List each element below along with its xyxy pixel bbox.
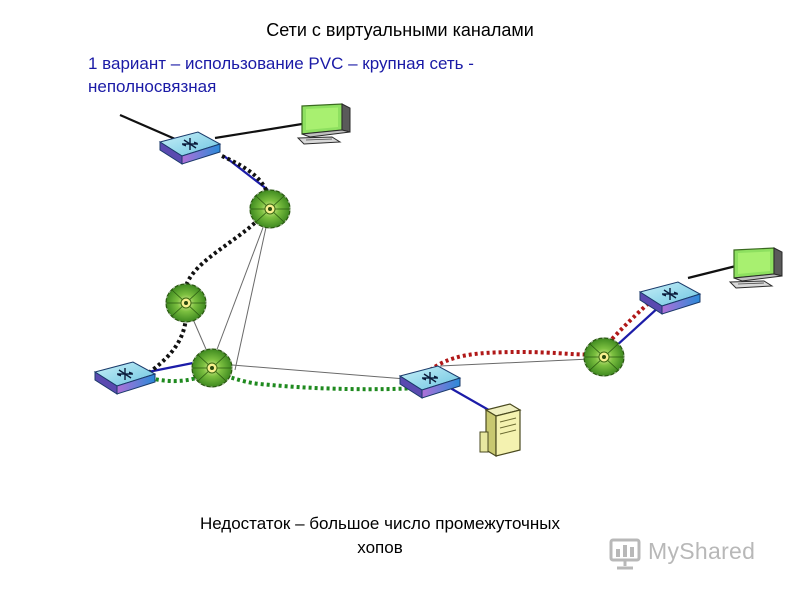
virtual-channel-green <box>149 369 421 392</box>
access-link-line <box>444 384 495 414</box>
network-node-icon <box>583 337 625 377</box>
computer-icon <box>297 103 351 145</box>
cable-line <box>119 113 183 144</box>
black-cables <box>119 113 741 280</box>
cable-line <box>214 122 303 140</box>
subtitle-line-2: неполносвязная <box>88 77 217 96</box>
virtual-channel-black <box>148 154 273 374</box>
switch-icon <box>399 365 461 399</box>
subtitle-line-1: 1 вариант – использование PVC – крупная … <box>88 54 474 73</box>
computer-icon <box>729 247 783 289</box>
switch-icon <box>639 281 701 315</box>
slide-subtitle: 1 вариант – использование PVC – крупная … <box>88 52 608 98</box>
server-icon <box>479 403 521 457</box>
network-node-icon <box>249 189 291 229</box>
link-line <box>439 358 591 367</box>
watermark-text: MyShared <box>648 538 756 564</box>
switch-icon <box>94 361 156 395</box>
network-node-icon <box>191 348 233 388</box>
slide-title: Сети с виртуальными каналами <box>266 20 534 40</box>
link-line <box>219 363 419 381</box>
caption-line-1: Недостаток – большое число промежуточных <box>199 514 561 533</box>
slide-caption: Недостаток – большое число промежуточных… <box>120 512 640 560</box>
network-node-icon <box>165 283 207 323</box>
myshared-logo-icon <box>609 538 641 570</box>
physical-links <box>185 208 591 381</box>
link-line <box>234 208 271 371</box>
caption-line-2: хопов <box>357 538 403 557</box>
link-line <box>209 208 271 369</box>
cable-line <box>687 263 741 280</box>
watermark[interactable]: MyShared <box>608 535 778 575</box>
